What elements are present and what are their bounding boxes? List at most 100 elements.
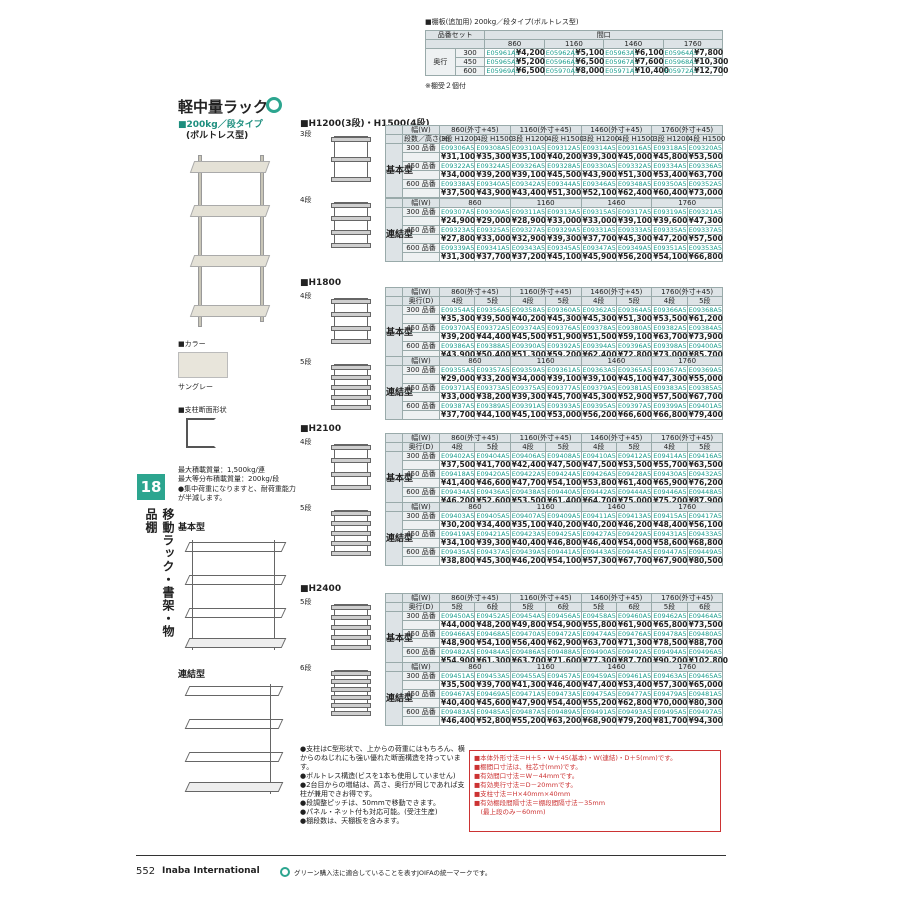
row-label: 450 品番 — [402, 161, 440, 171]
feature-note: ●棚段数は、天棚板を含みます。 — [300, 817, 404, 825]
feature-note: ●段調整ピッチは、50mmで移動できます。 — [300, 799, 440, 807]
table-cell: ¥38,800 — [438, 556, 476, 566]
table-cell: E05972A5 — [662, 66, 698, 76]
table-row: ¥37,700¥44,100¥45,100¥53,000¥56,200¥66,6… — [386, 410, 724, 420]
spec-note: ●集中荷重になりますと、耐荷重能力が半減します。 — [178, 485, 296, 502]
rack-schematic — [331, 510, 371, 556]
rack-shelf — [331, 395, 371, 400]
table-row: ¥34,100¥39,300¥40,400¥46,800¥46,400¥54,0… — [386, 538, 724, 548]
table-cell: ¥8,000 — [573, 66, 605, 76]
row-label — [402, 680, 440, 690]
table-cell: ¥40,400 — [509, 538, 547, 548]
rack-shelf — [331, 312, 371, 318]
dimension-note: ■有効奥行寸法＝D－20mmです。 — [474, 781, 577, 789]
table-header-cell: 1160 — [509, 662, 582, 672]
table-cell: ¥63,700 — [580, 638, 617, 648]
table-cell: ¥57,500 — [686, 234, 724, 244]
table-header-cell: 奥行(D) — [402, 296, 440, 306]
table-header-row: 品番セット間口 — [424, 30, 723, 40]
table-header-cell: 幅(W) — [402, 287, 440, 297]
table-row: ¥27,800¥33,000¥32,900¥39,300¥37,700¥45,3… — [386, 234, 724, 244]
feature-notes: ●支柱はC型形状で、上からの荷重にはもちろん、横からのねじれにも強い優れた断面構… — [300, 745, 465, 826]
table-header-cell: 5段 — [615, 296, 653, 306]
table-cell: ¥53,000 — [545, 410, 582, 420]
table-cell: ¥66,600 — [615, 410, 653, 420]
table-cell: ¥56,400 — [509, 638, 547, 648]
rack-tier-label: 4段 — [300, 438, 312, 446]
table-cell: ¥67,900 — [651, 556, 688, 566]
table-header-cell: 1160(外寸+45) — [509, 125, 582, 135]
table-cell: ¥81,700 — [651, 716, 688, 726]
section-title: ■H1200(3段)・H1500(4段) — [300, 119, 430, 129]
table-header-cell — [385, 125, 403, 135]
linked-type-label: 連結型 — [178, 670, 206, 680]
table-cell: ¥54,100 — [545, 478, 582, 488]
table-cell: ¥46,200 — [615, 520, 653, 530]
table-cell: E05963A5 — [603, 48, 639, 58]
table-cell: ¥66,800 — [686, 252, 724, 262]
table-header-cell: 幅(W) — [402, 593, 440, 603]
table-header-cell: 860 — [439, 198, 511, 208]
row-label: 600 品番 — [402, 401, 440, 411]
table-cell: ¥52,900 — [615, 392, 653, 402]
table-cell: ¥51,500 — [580, 332, 617, 342]
table-header-cell: 1160(外寸+45) — [509, 287, 582, 297]
table-cell: ¥46,200 — [509, 556, 547, 566]
table-cell: ¥44,000 — [438, 620, 476, 630]
rack-schematic — [331, 298, 371, 344]
table-cell: ¥67,700 — [686, 392, 724, 402]
table-cell: E05967A5 — [603, 57, 639, 67]
rack-schematic — [331, 604, 371, 650]
table-header-cell: 4段 — [651, 296, 688, 306]
table-cell: ¥80,300 — [686, 698, 724, 708]
table-header-cell — [385, 662, 403, 672]
rack-shelf — [331, 375, 371, 380]
table-cell: ¥55,700 — [651, 460, 688, 470]
table-row: ¥31,100¥35,300¥35,100¥40,200¥39,300¥45,0… — [386, 152, 724, 162]
table-header-row: 幅(W)860(外寸+45)1160(外寸+45)1460(外寸+45)1760… — [385, 287, 723, 297]
table-row: ¥37,500¥41,700¥42,400¥47,500¥47,500¥53,5… — [386, 460, 724, 470]
table-header-cell: 4段 — [651, 442, 688, 452]
table-header-cell: 1160(外寸+45) — [509, 433, 582, 443]
row-label — [402, 314, 440, 324]
table-cell: ¥34,000 — [438, 170, 476, 180]
table-header-cell: 3段 H1200 — [651, 134, 691, 144]
table-cell: ¥88,700 — [686, 638, 724, 648]
table-header-cell: 5段 — [651, 602, 688, 612]
table-cell: ¥39,100 — [615, 216, 653, 226]
table-row: ¥34,000¥39,200¥39,100¥45,500¥43,900¥51,3… — [386, 170, 724, 180]
table-cell: ¥63,700 — [686, 170, 724, 180]
color-swatch — [178, 352, 228, 378]
rack-shelf — [331, 458, 371, 464]
row-group-label: 連結型 — [385, 365, 413, 420]
table-cell: ¥39,200 — [438, 332, 476, 342]
table-cell: ¥61,400 — [615, 478, 653, 488]
table-header-cell: 860 — [439, 662, 511, 672]
table-cell: ¥94,300 — [686, 716, 724, 726]
table-cell: ¥67,700 — [615, 556, 653, 566]
row-label: 600 品番 — [402, 243, 440, 253]
table-cell: ¥58,600 — [651, 538, 688, 548]
feature-note: ●支柱はC型形状で、上からの荷重にはもちろん、横からのねじれにも強い優れた断面構… — [300, 745, 465, 771]
table-cell: ¥79,200 — [615, 716, 653, 726]
table-header-cell: 1760 — [651, 662, 723, 672]
table-cell: ¥39,300 — [509, 392, 547, 402]
table-cell: ¥55,000 — [686, 374, 724, 384]
row-label: 450 品番 — [402, 383, 440, 393]
table-header-cell — [385, 433, 403, 443]
row-group-label: 連結型 — [385, 671, 413, 726]
table-cell: ¥12,700 — [692, 66, 729, 76]
table-header-cell: 1460(外寸+45) — [580, 593, 653, 603]
table-cell: ¥61,200 — [686, 314, 724, 324]
rack-shelf — [331, 531, 371, 536]
table-cell: ¥46,400 — [580, 538, 617, 548]
rack-tier-label: 5段 — [300, 598, 312, 606]
table-cell: ¥60,400 — [651, 188, 688, 198]
basic-rack-drawing — [182, 540, 292, 650]
